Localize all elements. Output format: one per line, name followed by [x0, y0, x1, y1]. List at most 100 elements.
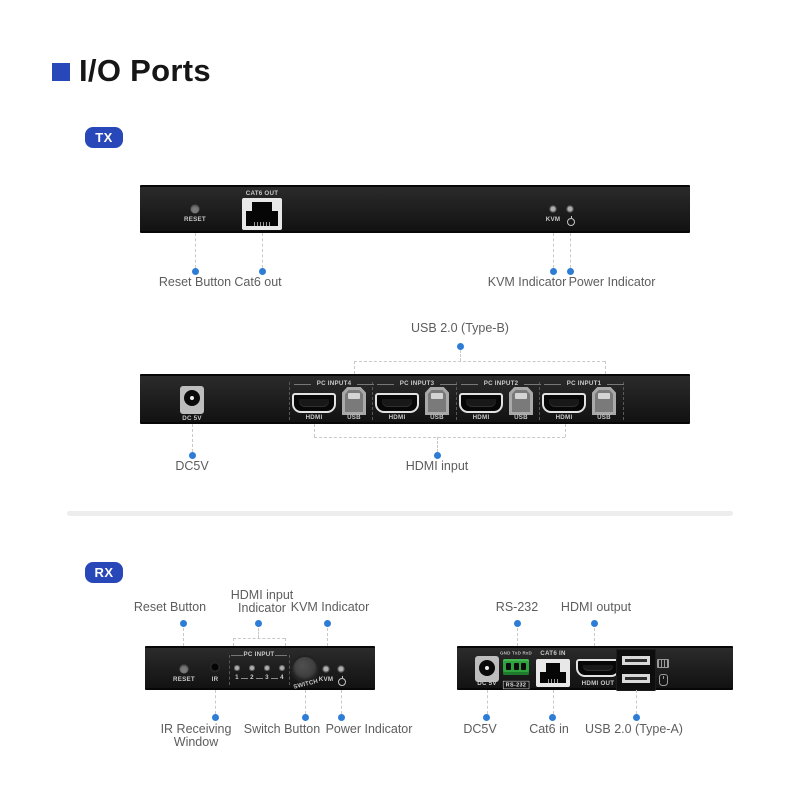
callout-dot: [456, 342, 464, 350]
rx-input-led-1: [234, 665, 240, 671]
rx-front-panel: RESET IR PC INPUT 1 2 3 4 SWITCH KVM: [145, 646, 375, 690]
hdmi-port-label: HDMI: [305, 414, 323, 421]
callout-dot: [179, 619, 187, 627]
led-number: 4: [280, 674, 284, 681]
page-title: I/O Ports: [79, 53, 211, 88]
callout-bracket: [605, 361, 606, 374]
callout-bracket: [354, 361, 355, 374]
rx-kvm-callout: KVM Indicator: [290, 600, 370, 614]
rx-input-led-3: [264, 665, 270, 671]
rx-rs232-callout: RS-232: [495, 600, 539, 614]
hdmi-input-port: [542, 393, 586, 413]
rx-cat6-callout: Cat6 in: [529, 722, 569, 736]
rx-kvm-led: [322, 665, 330, 673]
group-separator: [456, 382, 457, 420]
rs232-port-label: RS-232: [502, 680, 530, 690]
callout-leader: [215, 690, 216, 714]
callout-dot: [337, 713, 345, 721]
pc-input-label: PC INPUT4: [316, 380, 352, 387]
callout-leader: [487, 690, 488, 714]
usb-port-label: USB: [347, 414, 361, 421]
callout-leader: [517, 628, 518, 646]
callout-dot: [323, 619, 331, 627]
tx-front-panel: RESET CAT6 OUT KVM: [140, 185, 690, 233]
callout-bracket: [285, 638, 286, 646]
usb-typeb-port: [342, 387, 366, 415]
tx-pc-input-group: PC INPUT2 HDMI USB: [456, 376, 546, 426]
usb-port-label: USB: [597, 414, 611, 421]
hdmi-input-port: [375, 393, 419, 413]
rx-input-led-2: [249, 665, 255, 671]
tx-usb-typeb-callout: USB 2.0 (Type-B): [411, 321, 509, 335]
tx-hdmi-input-callout: HDMI input: [405, 459, 469, 473]
rx-kvm-led-label: KVM: [318, 676, 334, 683]
hdmi-port-label: HDMI: [388, 414, 406, 421]
rx-ir-label: IR: [211, 676, 219, 683]
rx-cat6-in-port: [536, 659, 570, 687]
rx-pc-input-label: PC INPUT: [243, 651, 275, 658]
rx-hdmi-output-callout: HDMI output: [560, 600, 632, 614]
callout-bracket: [314, 437, 565, 438]
callout-dot: [549, 267, 557, 275]
callout-dot: [548, 713, 556, 721]
led-number: 1: [235, 674, 239, 681]
led-group-bracket: [289, 655, 290, 685]
callout-leader: [258, 628, 259, 638]
callout-dot: [211, 713, 219, 721]
tx-badge: TX: [85, 127, 123, 148]
callout-leader: [183, 628, 184, 646]
rx-reset-callout: Reset Button: [133, 600, 207, 614]
rx-switch-button-graphic: [293, 657, 317, 681]
rx-rear-panel: DC 5V GND TxD RxD RS-232 CAT6 IN HDMI OU…: [457, 646, 733, 691]
callout-dot: [188, 451, 196, 459]
tx-kvm-led-label: KVM: [545, 216, 561, 223]
callout-bracket: [314, 424, 315, 437]
rx-reset-label: RESET: [173, 676, 195, 683]
led-number: 3: [265, 674, 269, 681]
rs232-terminal-block: [503, 659, 529, 675]
hdmi-input-port: [292, 393, 336, 413]
callout-leader: [553, 690, 554, 714]
pc-input-label: PC INPUT3: [399, 380, 435, 387]
callout-leader: [305, 690, 306, 714]
callout-leader: [570, 233, 571, 268]
rx-dc-jack: [475, 656, 499, 682]
led-group-bracket: [229, 655, 230, 685]
tx-cat6-out-label: CAT6 OUT: [245, 190, 279, 197]
tx-rear-panel: DC 5V PC INPUT4 HDMI USB PC INPUT3 HDMI …: [140, 374, 690, 424]
callout-leader: [594, 628, 595, 646]
rx-hdmi-out-port: [576, 659, 620, 677]
section-divider: [67, 511, 733, 516]
callout-bracket: [565, 424, 566, 437]
callout-dot: [433, 451, 441, 459]
rx-cat6-in-label: CAT6 IN: [540, 650, 566, 657]
callout-leader: [327, 628, 328, 646]
group-separator: [623, 382, 624, 420]
group-separator: [539, 382, 540, 420]
power-icon: [567, 216, 575, 226]
callout-dot: [301, 713, 309, 721]
tx-reset-label: RESET: [184, 216, 206, 223]
title-bullet-square: [52, 63, 70, 81]
callout-dot: [632, 713, 640, 721]
callout-dot: [513, 619, 521, 627]
tx-cat6-out-port: [242, 198, 282, 230]
tx-dc-jack: [180, 386, 204, 414]
rx-hdmi-indicator-callout-line2: Indicator: [238, 601, 286, 615]
usb-port-label: USB: [430, 414, 444, 421]
rx-power-callout: Power Indicator: [325, 722, 413, 736]
tx-pc-input-group: PC INPUT3 HDMI USB: [372, 376, 462, 426]
rx-ir-callout-line2: Window: [173, 735, 219, 749]
usb-typeb-port: [509, 387, 533, 415]
tx-power-callout: Power Indicator: [568, 275, 656, 289]
callout-leader: [636, 690, 637, 714]
rs232-pin-labels: GND TxD RxD: [500, 651, 532, 656]
rx-power-led: [337, 665, 345, 673]
group-separator: [289, 382, 290, 420]
callout-bracket: [233, 638, 234, 646]
callout-bracket: [354, 361, 605, 362]
pc-input-label: PC INPUT2: [483, 380, 519, 387]
callout-dot: [590, 619, 598, 627]
rx-input-led-4: [279, 665, 285, 671]
